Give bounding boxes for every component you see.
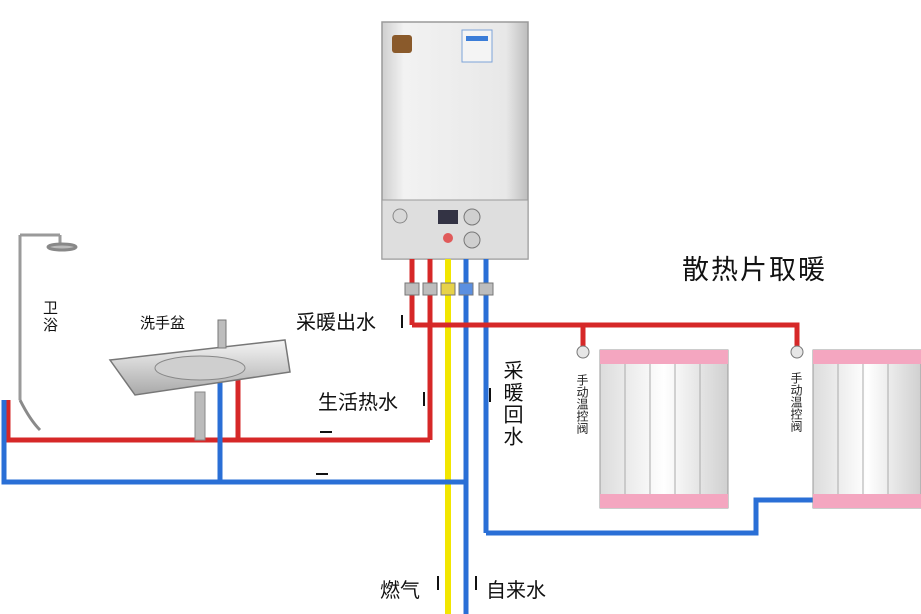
heating-return-label: 采暖回水 <box>500 360 524 448</box>
flow-arrows <box>316 315 491 590</box>
boiler-logo-icon <box>392 35 412 53</box>
boiler-knob-top-icon <box>463 208 481 226</box>
faucet-icon <box>217 319 227 349</box>
boiler-valves <box>404 282 494 296</box>
boiler <box>381 21 529 260</box>
diagram-title: 散热片取暖 <box>682 255 827 286</box>
boiler-label-sticker <box>461 29 493 63</box>
shower-fixture <box>18 233 78 432</box>
washbasin-fixture <box>108 319 291 441</box>
gas-label: 燃气 <box>380 578 420 602</box>
tap-water-label: 自来水 <box>486 578 546 602</box>
drain-pipe <box>194 391 206 441</box>
manual-valve-1-label: 手动温控阀 <box>575 374 589 434</box>
heating-supply-pipe <box>412 322 800 350</box>
radiator-1 <box>576 345 729 509</box>
valve-2-icon <box>790 345 804 359</box>
boiler-pipes <box>409 259 489 614</box>
boiler-gauge-icon <box>392 208 408 224</box>
heating-supply-label: 采暖出水 <box>296 310 376 334</box>
domestic-hot-water-pipe <box>5 400 430 443</box>
boiler-display <box>438 210 458 224</box>
tap-water-pipe <box>1 400 466 485</box>
bathroom-label: 卫浴 <box>41 300 59 334</box>
boiler-indicator-icon <box>443 233 453 243</box>
domestic-hot-water-label: 生活热水 <box>318 390 398 414</box>
valve-1-icon <box>576 345 590 359</box>
washbasin-label: 洗手盆 <box>140 314 186 332</box>
shower-head-icon <box>46 242 78 252</box>
radiator-2 <box>790 345 921 509</box>
manual-valve-2-label: 手动温控阀 <box>789 372 803 432</box>
boiler-knob-bottom-icon <box>463 231 481 249</box>
